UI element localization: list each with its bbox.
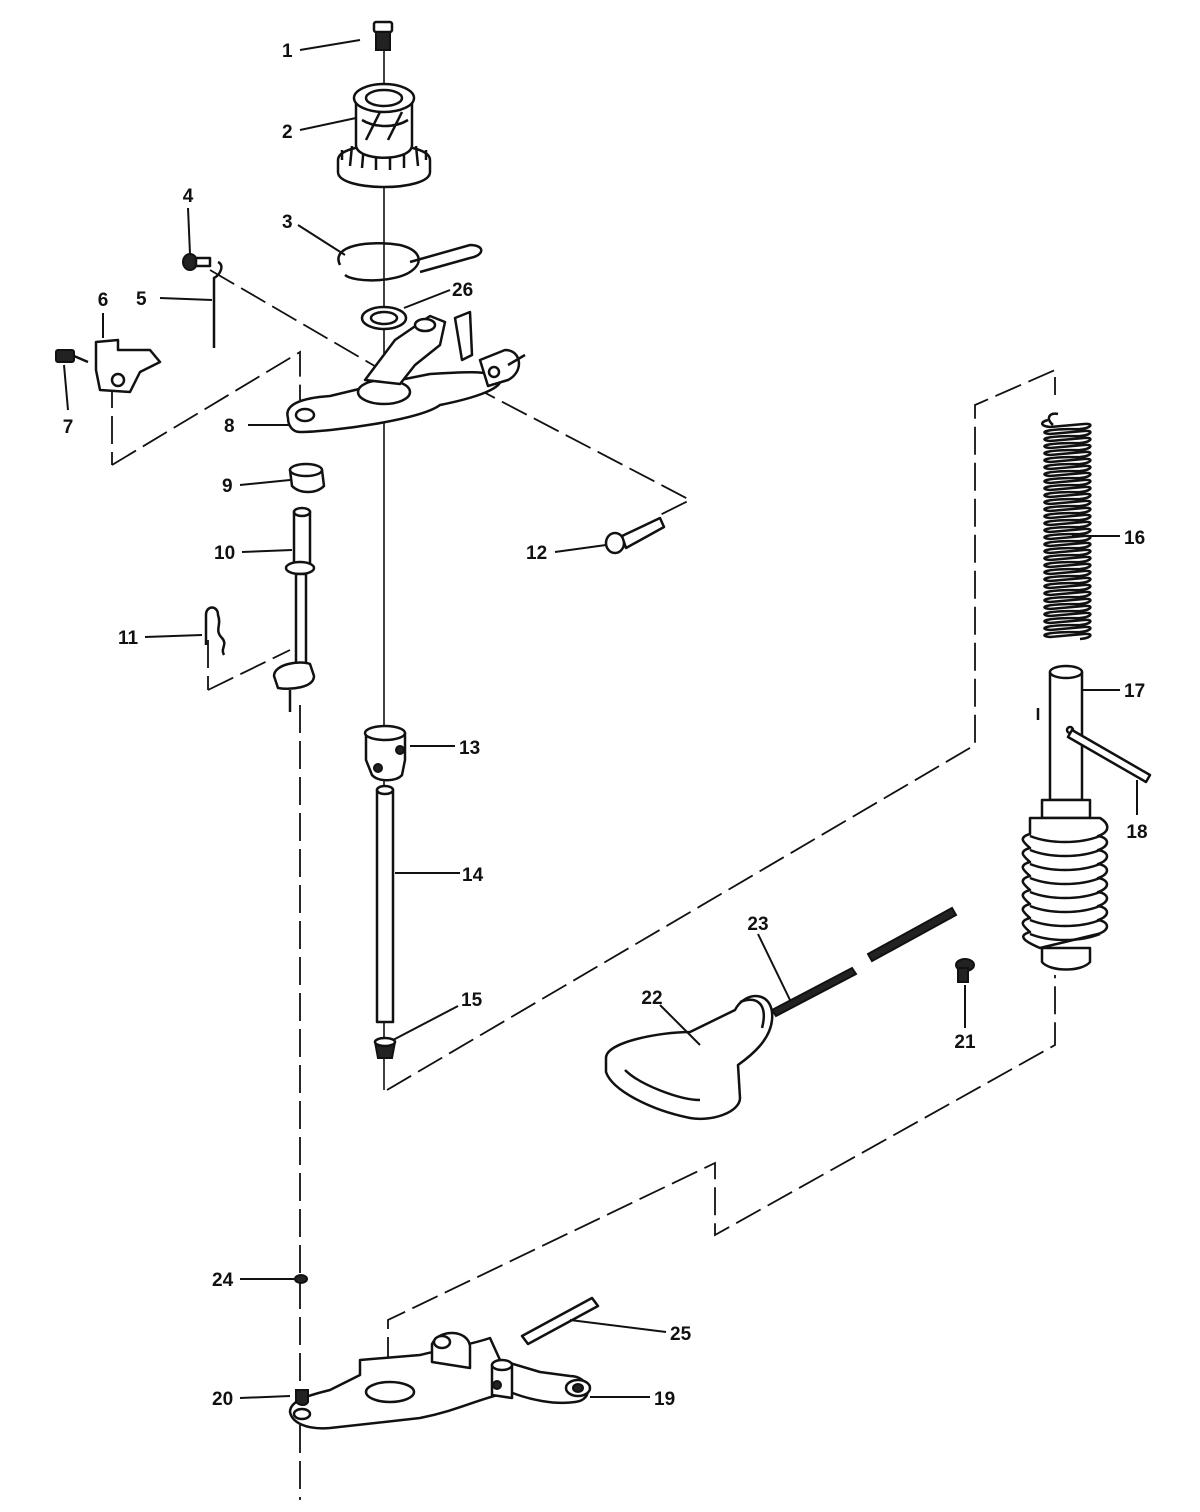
part-14-rod — [375, 784, 395, 1024]
part-7-screw — [55, 349, 89, 364]
callout-1: 1 — [282, 41, 293, 62]
callout-14: 14 — [462, 865, 484, 886]
callout-5: 5 — [136, 289, 147, 310]
part-23-rope — [770, 906, 958, 1018]
callout-23: 23 — [747, 914, 768, 935]
callout-20: 20 — [212, 1389, 233, 1410]
part-10-shaft — [272, 506, 316, 712]
part-6-bracket — [94, 338, 162, 394]
part-12-screw — [604, 516, 666, 555]
part-5-wire-pin — [212, 260, 223, 348]
callout-11: 11 — [118, 628, 139, 649]
part-24-clip — [294, 1274, 308, 1284]
callout-7: 7 — [63, 417, 74, 438]
part-17-bellows — [1021, 816, 1109, 971]
callout-8: 8 — [224, 416, 235, 437]
part-13-collar — [363, 724, 407, 782]
callout-10: 10 — [214, 543, 235, 564]
part-8-lever-plate — [286, 310, 526, 434]
part-20-clip — [295, 1389, 309, 1406]
part-9-bushing — [288, 462, 326, 494]
part-15-end-plug — [373, 1036, 397, 1059]
callout-13: 13 — [459, 738, 480, 759]
callout-12: 12 — [526, 543, 547, 564]
part-22-handle — [604, 994, 774, 1121]
part-16-spring — [1041, 412, 1092, 641]
part-25-pin — [520, 1296, 600, 1346]
callout-26: 26 — [452, 280, 473, 301]
callout-19: 19 — [654, 1389, 675, 1410]
leader-lines — [63, 39, 1138, 1399]
part-21-screw — [955, 958, 975, 983]
part-1-screw — [372, 20, 394, 51]
part-4-screw — [182, 253, 212, 271]
part-3-spring-clip — [337, 241, 483, 282]
part-26-washer — [360, 305, 408, 331]
part-18-pin — [1066, 728, 1152, 784]
callout-3: 3 — [282, 212, 293, 233]
callout-21: 21 — [954, 1032, 976, 1053]
callout-2: 2 — [282, 122, 293, 143]
callout-9: 9 — [222, 476, 233, 497]
alignment-lines — [111, 46, 1056, 1500]
callout-17: 17 — [1124, 681, 1145, 702]
callout-labels: 1 2 3 4 5 6 7 8 9 10 11 12 13 14 15 16 1… — [63, 41, 1148, 1410]
callout-25: 25 — [670, 1324, 692, 1345]
callout-6: 6 — [98, 290, 109, 311]
callout-18: 18 — [1126, 822, 1147, 843]
part-2-gear — [336, 82, 432, 189]
part-11-hairpin — [204, 606, 226, 656]
callout-15: 15 — [461, 990, 483, 1011]
callout-4: 4 — [183, 186, 194, 207]
callout-22: 22 — [641, 988, 662, 1009]
part-19-lower-lever — [288, 1331, 592, 1430]
callout-16: 16 — [1124, 528, 1145, 549]
callout-24: 24 — [212, 1270, 234, 1291]
